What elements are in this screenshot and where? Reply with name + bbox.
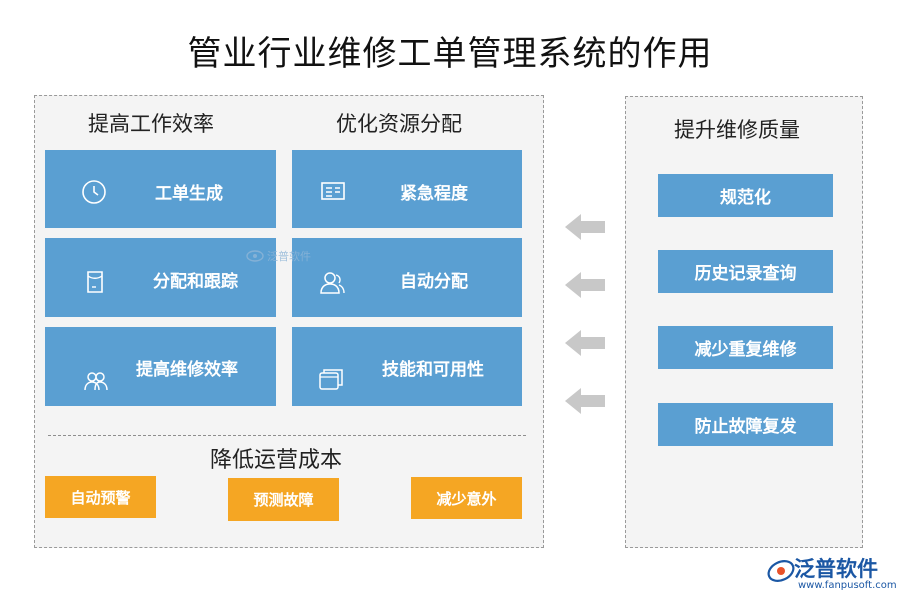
tile-auto-assign: 自动分配 (292, 238, 522, 317)
cost-item-reduce-accidents: 减少意外 (411, 477, 522, 519)
efficiency-section-title: 提高工作效率 (88, 112, 214, 136)
form-icon (319, 177, 347, 205)
left-arrow-icon (565, 388, 605, 414)
cost-item-auto-alert: 自动预警 (45, 476, 156, 518)
user-icon (318, 268, 346, 296)
left-arrow-icon (565, 214, 605, 240)
tile-label: 自动分配 (400, 272, 468, 292)
tile-skills-availability: 技能和可用性 (292, 327, 522, 406)
watermark: 泛普软件 (246, 248, 311, 264)
layers-icon (317, 365, 345, 393)
tile-label: 工单生成 (155, 184, 223, 204)
left-arrow-icon (565, 272, 605, 298)
tile-work-order-generation: 工单生成 (45, 150, 276, 228)
right-panel (625, 96, 863, 548)
watermark-text: 泛普软件 (267, 250, 311, 263)
quality-section-title: 提升维修质量 (674, 118, 800, 142)
section-divider (48, 435, 526, 436)
cost-section-title: 降低运营成本 (210, 448, 343, 473)
document-icon (81, 268, 109, 296)
quality-item-reduce-repeat-repair: 减少重复维修 (658, 326, 833, 369)
tile-label: 提高维修效率 (136, 360, 238, 380)
tile-label: 技能和可用性 (382, 360, 484, 380)
quality-item-history-query: 历史记录查询 (658, 250, 833, 293)
brand-logo (766, 552, 892, 596)
tile-urgency: 紧急程度 (292, 150, 522, 228)
brand-logo-url: www.fanpusoft.com (798, 580, 897, 591)
watermark-logo-icon (246, 250, 264, 262)
cost-item-predict-fault: 预测故障 (228, 478, 339, 521)
brand-logo-text: 泛普软件 (794, 557, 878, 581)
team-icon (82, 366, 110, 394)
quality-item-prevent-recurrence: 防止故障复发 (658, 403, 833, 446)
resources-section-title: 优化资源分配 (336, 112, 462, 136)
left-arrow-icon (565, 330, 605, 356)
diagram-title: 管业行业维修工单管理系统的作用 (187, 34, 713, 74)
tile-label: 紧急程度 (400, 184, 468, 204)
quality-item-standardization: 规范化 (658, 174, 833, 217)
tile-improve-repair-efficiency: 提高维修效率 (45, 327, 276, 406)
clock-icon (80, 178, 108, 206)
tile-label: 分配和跟踪 (153, 272, 238, 292)
tile-assign-and-track: 分配和跟踪 (45, 238, 276, 317)
brand-logo-icon (767, 560, 795, 582)
